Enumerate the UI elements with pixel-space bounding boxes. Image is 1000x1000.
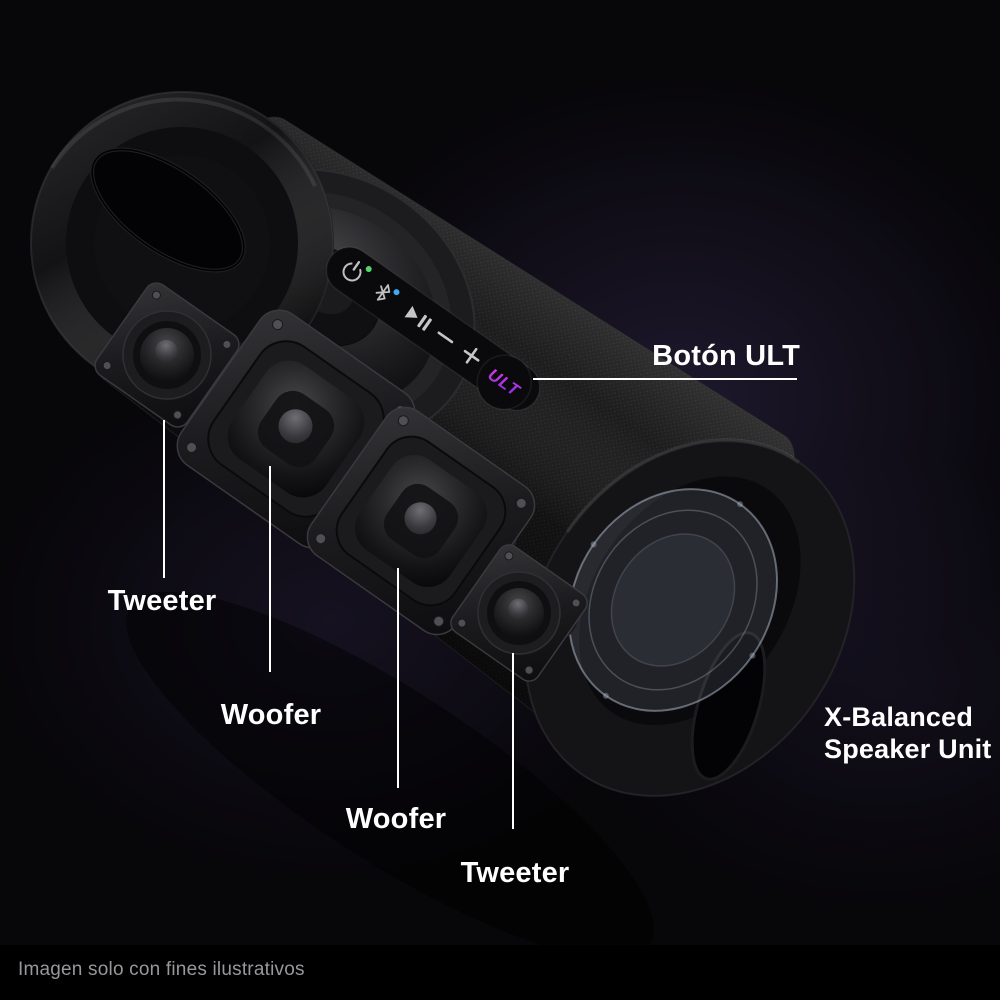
- left-endcap: [30, 91, 334, 395]
- callout-line-woofer-right: [397, 568, 399, 788]
- speaker-shadow: [125, 591, 655, 959]
- play-pause-button-icon: [404, 305, 432, 331]
- volume-up-button-icon: [463, 347, 480, 364]
- volume-down-button-icon: [437, 331, 454, 344]
- callout-label-woofer-right: Woofer: [345, 803, 447, 835]
- tweeter-driver-left: [94, 282, 240, 428]
- callout-line-tweeter-left: [163, 420, 165, 578]
- passive-radiator: [567, 488, 779, 712]
- footer-bar: Imagen solo con fines ilustrativos: [0, 945, 1000, 1000]
- handle-cutout-right: [690, 631, 767, 781]
- callout-label-tweeter-right: Tweeter: [460, 857, 570, 889]
- power-button-icon: [342, 260, 372, 282]
- power-led: [365, 266, 372, 273]
- tweeter-driver-right: [450, 544, 588, 682]
- woofer-driver-right: [306, 406, 536, 636]
- bluetooth-button-icon: [375, 284, 400, 301]
- right-endcap: [524, 438, 856, 797]
- bluetooth-led: [393, 289, 400, 296]
- callout-label-ult: Botón ULT: [652, 340, 800, 372]
- xbalanced-line2: Speaker Unit: [824, 734, 992, 764]
- xbalanced-line1: X-Balanced: [824, 702, 974, 732]
- callout-label-xbalanced: X-Balanced Speaker Unit: [824, 701, 991, 765]
- callout-line-tweeter-right: [512, 653, 514, 829]
- handle-cutout-left: [90, 147, 246, 273]
- callout-line-ult: [533, 378, 797, 380]
- disclaimer-text: Imagen solo con fines ilustrativos: [18, 959, 305, 980]
- callout-line-woofer-left: [269, 466, 271, 672]
- control-panel: ULT: [325, 246, 541, 412]
- woofer-driver-left: [176, 309, 416, 549]
- callout-label-woofer-left: Woofer: [220, 699, 322, 731]
- callout-label-tweeter-left: Tweeter: [107, 585, 217, 617]
